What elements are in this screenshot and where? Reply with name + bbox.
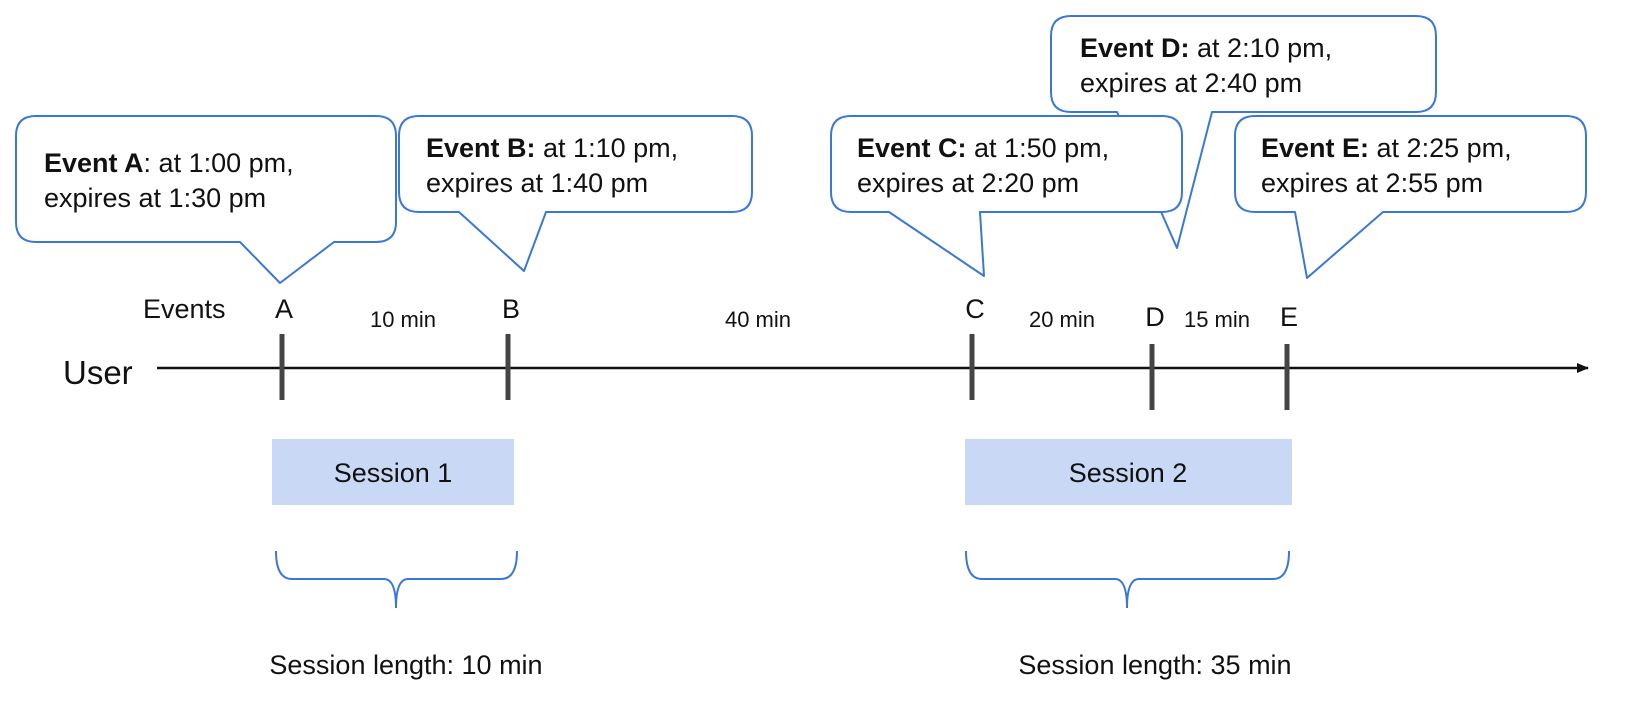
event-letter-b: B bbox=[502, 294, 520, 324]
event-d-callout: Event D: at 2:10 pm, expires at 2:40 pm bbox=[1050, 15, 1437, 249]
session-2: Session 2 bbox=[965, 439, 1292, 505]
svg-text:Event A: at 1:00 pm,: Event A: at 1:00 pm, bbox=[44, 148, 294, 178]
session-1-box bbox=[272, 439, 514, 505]
event-letter-c: C bbox=[965, 294, 985, 324]
session-2-label: Session 2 bbox=[1069, 458, 1188, 488]
event-e-name: Event E: bbox=[1261, 133, 1369, 163]
gap-b-c: 40 min bbox=[725, 307, 791, 332]
session-1: Session 1 bbox=[272, 439, 514, 505]
svg-text:Event C: at 1:50 pm,: Event C: at 1:50 pm, bbox=[857, 133, 1109, 163]
event-a-name: Event A bbox=[44, 148, 144, 178]
event-c-name: Event C: bbox=[857, 133, 967, 163]
session-1-label: Session 1 bbox=[334, 458, 453, 488]
event-b-time: at 1:10 pm, bbox=[536, 133, 679, 163]
event-d-time: at 2:10 pm, bbox=[1190, 33, 1333, 63]
session-1-length: Session length: 10 min bbox=[269, 650, 542, 680]
event-b-name: Event B: bbox=[426, 133, 536, 163]
event-letter-a: A bbox=[275, 294, 293, 324]
event-d-name: Event D: bbox=[1080, 33, 1190, 63]
session-1-brace bbox=[275, 550, 518, 609]
event-a-callout: Event A: at 1:00 pm, expires at 1:30 pm bbox=[15, 115, 397, 284]
event-a-expires: expires at 1:30 pm bbox=[44, 183, 266, 213]
event-a-time: at 1:00 pm, bbox=[151, 148, 294, 178]
gap-a-b: 10 min bbox=[370, 307, 436, 332]
event-letter-d: D bbox=[1145, 302, 1165, 332]
events-row-label: Events bbox=[143, 294, 226, 324]
event-letter-e: E bbox=[1280, 302, 1298, 332]
user-row-label: User bbox=[63, 354, 133, 391]
svg-text:Event B: at 1:10 pm,: Event B: at 1:10 pm, bbox=[426, 133, 678, 163]
event-c-expires: expires at 2:20 pm bbox=[857, 168, 1079, 198]
event-a-sep: : bbox=[144, 148, 152, 178]
event-b-expires: expires at 1:40 pm bbox=[426, 168, 648, 198]
session-2-brace bbox=[965, 550, 1290, 609]
event-e-callout: Event E: at 2:25 pm, expires at 2:55 pm bbox=[1234, 115, 1587, 279]
session-2-length: Session length: 35 min bbox=[1018, 650, 1291, 680]
svg-text:Event D: at 2:10 pm,: Event D: at 2:10 pm, bbox=[1080, 33, 1332, 63]
event-b-callout: Event B: at 1:10 pm, expires at 1:40 pm bbox=[398, 115, 753, 272]
event-e-expires: expires at 2:55 pm bbox=[1261, 168, 1483, 198]
session-2-box bbox=[965, 439, 1292, 505]
gap-d-e: 15 min bbox=[1184, 307, 1250, 332]
gap-c-d: 20 min bbox=[1029, 307, 1095, 332]
svg-text:Event E: at 2:25 pm,: Event E: at 2:25 pm, bbox=[1261, 133, 1512, 163]
event-e-time: at 2:25 pm, bbox=[1369, 133, 1512, 163]
event-c-callout: Event C: at 1:50 pm, expires at 2:20 pm bbox=[830, 115, 1183, 277]
event-d-expires: expires at 2:40 pm bbox=[1080, 68, 1302, 98]
event-c-time: at 1:50 pm, bbox=[967, 133, 1110, 163]
